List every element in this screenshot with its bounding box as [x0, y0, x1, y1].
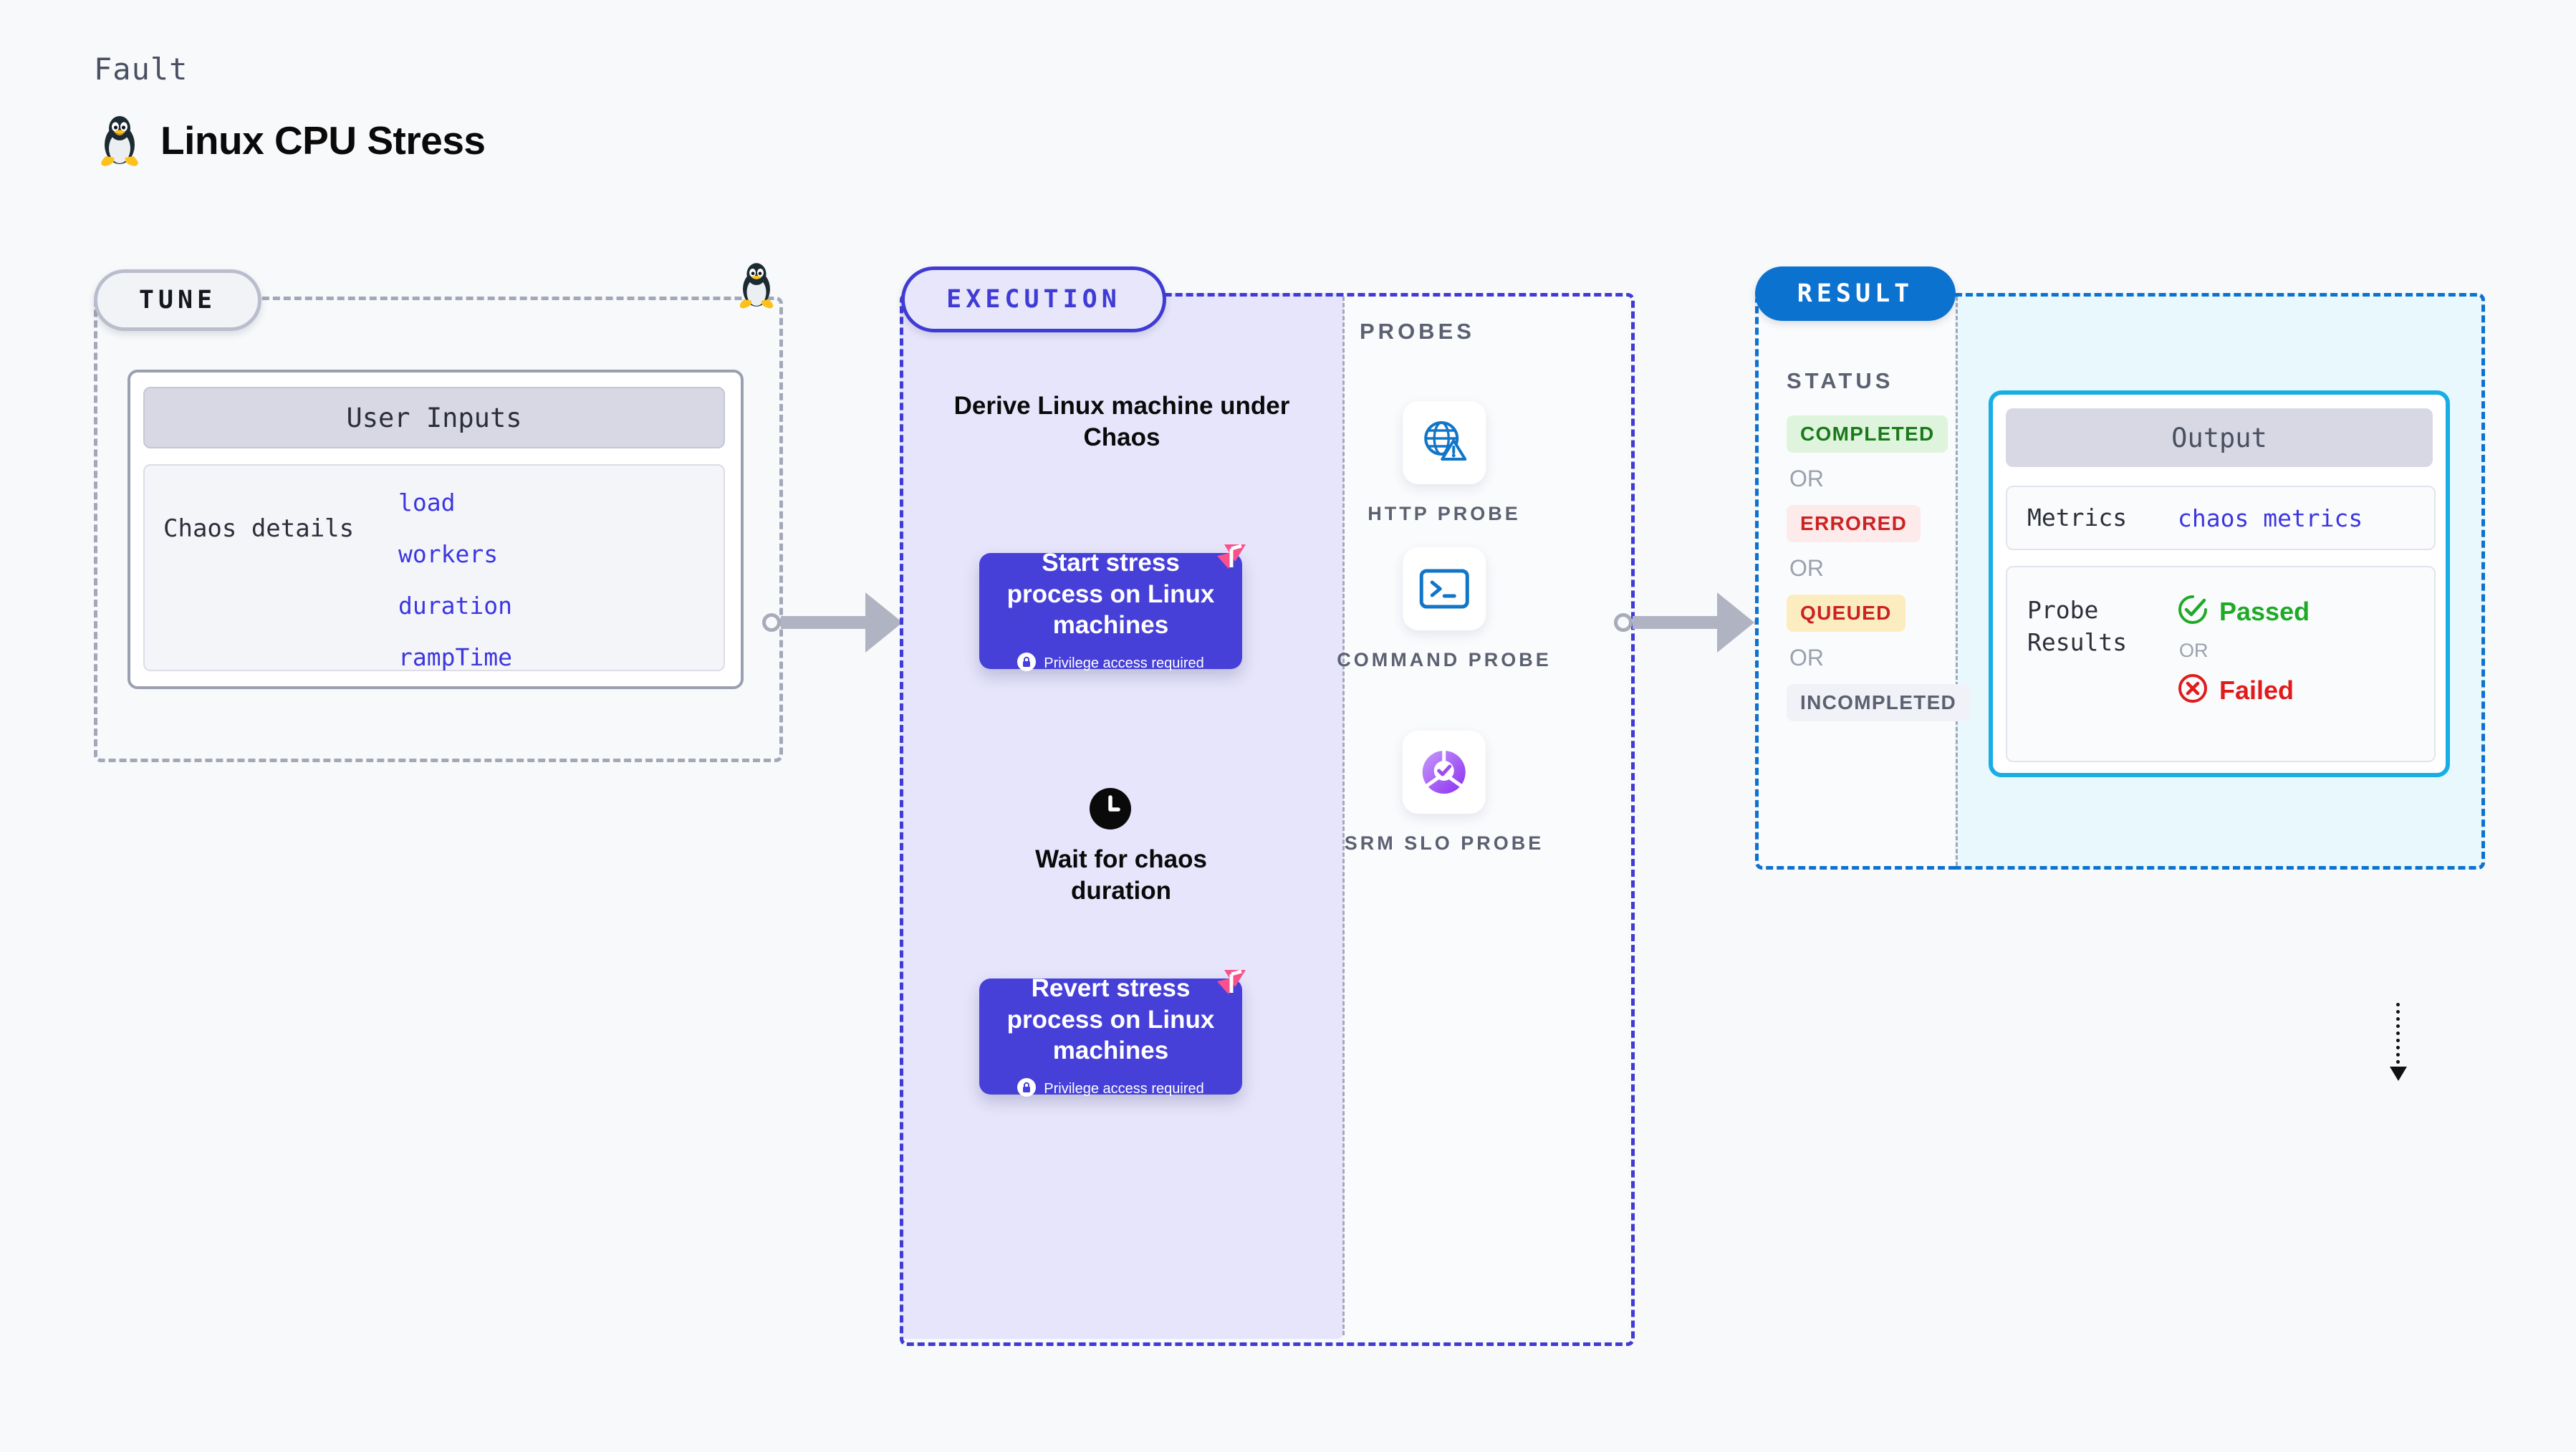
user-inputs-title: User Inputs [143, 387, 725, 448]
result-badge[interactable]: RESULT [1755, 266, 1956, 321]
connector-arrowhead [865, 592, 903, 653]
connector-start-dot [762, 613, 781, 632]
privilege-text: Privilege access required [1044, 1080, 1204, 1097]
or-separator: OR [2179, 640, 2209, 661]
globe-warning-icon [1403, 401, 1486, 484]
status-badge-errored: ERRORED [1787, 505, 1921, 542]
output-title: Output [2006, 408, 2433, 467]
page-eyebrow: Fault [94, 52, 188, 87]
tune-corner-linux-tux-icon [736, 261, 777, 312]
flow-step-start-stress[interactable]: Start stress process on Linux machines P… [979, 544, 1246, 671]
probe-result-failed: Failed [2178, 673, 2310, 707]
page-title-row: Linux CPU Stress [97, 115, 486, 166]
param-duration[interactable]: duration [398, 592, 512, 620]
execution-badge[interactable]: EXECUTION [901, 266, 1166, 332]
status-list: COMPLETED OR ERRORED OR QUEUED OR INCOMP… [1787, 415, 1971, 721]
probe-result-passed: Passed [2178, 595, 2310, 628]
probe-label: HTTP PROBE [1368, 503, 1521, 524]
or-separator: OR [1789, 645, 1824, 670]
flow-step-wait: Wait for chaos duration [1035, 845, 1207, 905]
param-ramptime[interactable]: rampTime [398, 643, 512, 671]
probes-divider [1342, 297, 1345, 1335]
slo-donut-check-icon [1403, 731, 1486, 814]
tune-badge[interactable]: TUNE [94, 269, 261, 331]
check-circle-icon [2178, 595, 2208, 628]
chaos-details-label: Chaos details [163, 514, 355, 543]
metrics-row: Metrics chaos metrics [2006, 486, 2436, 550]
metrics-value[interactable]: chaos metrics [2178, 504, 2363, 532]
connector-tune-to-execution [762, 592, 921, 653]
probe-srm-slo[interactable]: SRM SLO PROBE [1345, 731, 1544, 857]
result-divider [1956, 297, 1958, 866]
connector-execution-to-result [1614, 592, 1773, 653]
param-workers[interactable]: workers [398, 540, 499, 568]
privilege-text: Privilege access required [1044, 655, 1204, 671]
page-title: Linux CPU Stress [160, 118, 486, 163]
litmus-logo-icon [1210, 536, 1254, 584]
status-badge-queued: QUEUED [1787, 595, 1905, 632]
probe-results-row: Probe Results Passed OR [2006, 566, 2436, 762]
probes-label: PROBES [1360, 319, 1475, 344]
privilege-note: Privilege access required [1017, 1077, 1204, 1100]
probe-command[interactable]: COMMAND PROBE [1337, 547, 1552, 674]
status-badge-completed: COMPLETED [1787, 415, 1948, 453]
privilege-note: Privilege access required [1017, 652, 1204, 675]
chaos-params-list: load workers duration rampTime [398, 489, 512, 671]
terminal-prompt-icon [1403, 547, 1486, 630]
probe-label: COMMAND PROBE [1337, 649, 1552, 670]
connector-bar [781, 616, 865, 629]
flow-step-derive: Derive Linux machine under Chaos [953, 392, 1290, 451]
passed-label: Passed [2219, 596, 2310, 626]
linux-tux-icon [97, 115, 142, 166]
execution-section [900, 293, 1635, 1346]
result-status-background [1755, 293, 1959, 870]
action-label: Revert stress process on Linux machines [1006, 974, 1215, 1065]
tune-section [94, 297, 783, 762]
failed-label: Failed [2219, 675, 2294, 705]
flow-arrow-2 [2389, 1003, 2407, 1081]
litmus-logo-icon [1210, 961, 1254, 1009]
x-circle-icon [2178, 673, 2208, 707]
param-load[interactable]: load [398, 489, 456, 516]
or-separator: OR [1789, 555, 1824, 581]
probe-label: SRM SLO PROBE [1344, 832, 1544, 854]
lock-icon [1017, 652, 1037, 675]
connector-arrowhead [1717, 592, 1754, 653]
or-separator: OR [1789, 466, 1824, 491]
probe-http[interactable]: HTTP PROBE [1368, 401, 1521, 528]
metrics-label: Metrics [2027, 503, 2128, 532]
probes-background [1344, 293, 1628, 1339]
connector-bar [1633, 616, 1717, 629]
lock-icon [1017, 1077, 1037, 1100]
action-label: Start stress process on Linux machines [1006, 549, 1215, 640]
status-label: STATUS [1787, 368, 1894, 393]
chaos-details-card [143, 464, 725, 671]
clock-icon [1090, 788, 1131, 833]
flow-step-revert-stress[interactable]: Revert stress process on Linux machines … [979, 969, 1246, 1097]
probe-results-label: Probe Results [2027, 596, 2128, 656]
connector-start-dot [1614, 613, 1633, 632]
status-badge-incompleted: INCOMPLETED [1787, 684, 1971, 721]
